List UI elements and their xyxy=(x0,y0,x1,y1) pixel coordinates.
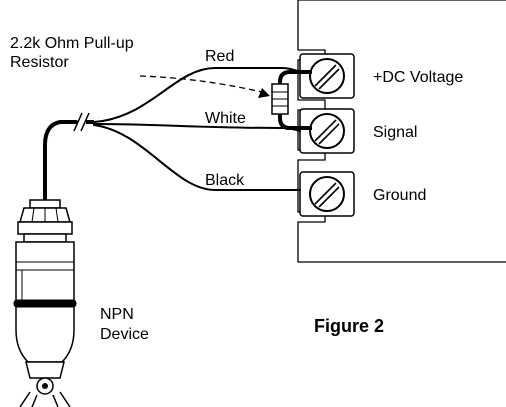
device-label-line1: NPN xyxy=(100,306,134,323)
npn-device xyxy=(13,199,77,407)
annotation-arrowhead xyxy=(258,88,270,98)
figure-label: Figure 2 xyxy=(314,316,384,336)
terminal-label-dc: +DC Voltage xyxy=(373,69,463,86)
annotation-line1: 2.2k Ohm Pull-up xyxy=(10,35,134,52)
terminal-label-signal: Signal xyxy=(373,124,417,141)
cable-break-mark xyxy=(73,112,90,132)
wire-label-black: Black xyxy=(205,172,245,189)
annotation-line2: Resistor xyxy=(10,54,69,71)
red-wire xyxy=(93,67,301,123)
terminal-label-ground: Ground xyxy=(373,187,426,204)
wire-label-white: White xyxy=(205,110,246,127)
cable xyxy=(43,120,78,202)
screw-terminal-signal xyxy=(299,108,355,154)
white-wire xyxy=(93,123,301,132)
device-label-line2: Device xyxy=(100,326,149,343)
black-wire xyxy=(93,124,301,191)
annotation-arrow xyxy=(139,75,263,93)
screw-terminal-dc xyxy=(299,53,355,99)
screw-terminal-ground xyxy=(299,171,355,217)
wire-label-red: Red xyxy=(205,48,234,65)
